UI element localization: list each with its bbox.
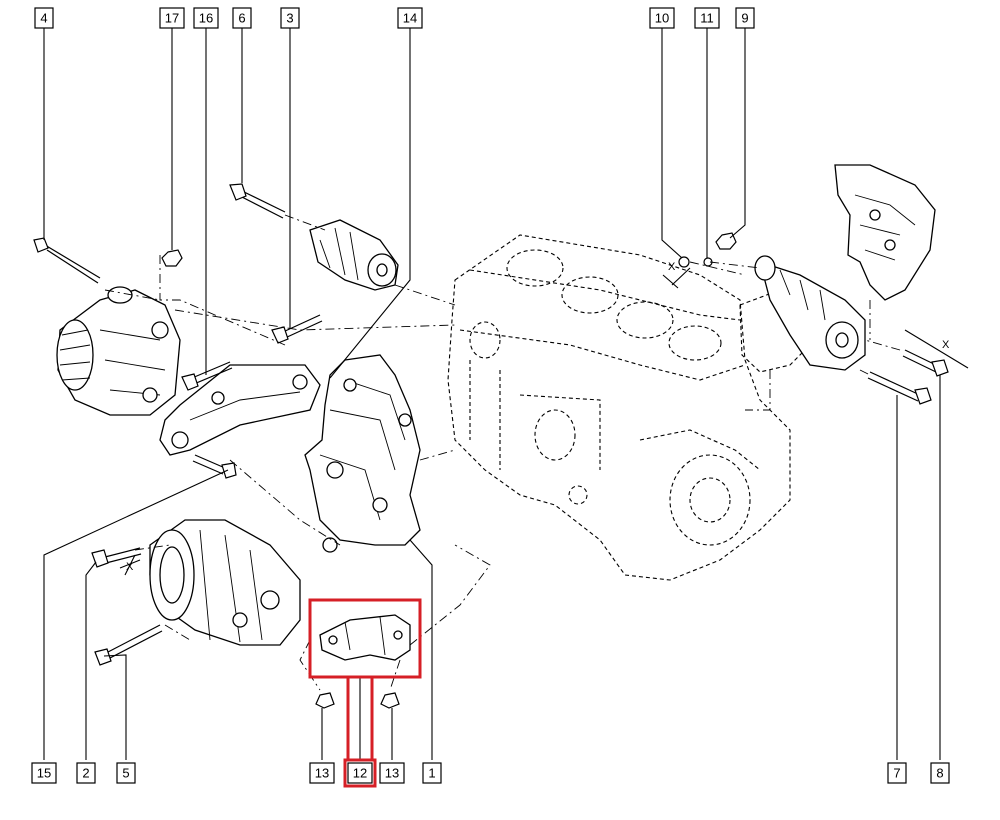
callout-4: 4 <box>34 7 54 29</box>
svg-text:17: 17 <box>165 11 179 26</box>
svg-text:4: 4 <box>40 11 47 26</box>
assembly-lines <box>104 214 901 691</box>
bolts <box>33 183 949 709</box>
bolt-15 <box>192 454 237 479</box>
callout-14: 14 <box>397 7 423 29</box>
svg-text:5: 5 <box>122 766 129 781</box>
dimension-mark-compressor: X <box>126 561 134 573</box>
ac-compressor <box>149 519 301 646</box>
bolt-6 <box>229 183 286 219</box>
callout-16: 16 <box>193 7 219 29</box>
callout-13-left: 13 <box>309 762 335 784</box>
bolt-4 <box>33 237 101 284</box>
highlight-frame <box>308 598 422 679</box>
alternator <box>56 286 181 416</box>
svg-text:16: 16 <box>199 11 213 26</box>
bolt-13-right <box>380 692 400 709</box>
callout-3: 3 <box>280 7 300 29</box>
bolt-7 <box>867 371 932 405</box>
belt-tensioner <box>309 219 399 291</box>
callouts-bottom: 15 2 5 13 12 13 1 7 <box>31 758 950 788</box>
callouts-top: 4 17 16 6 3 14 10 11 <box>34 7 755 29</box>
svg-text:6: 6 <box>238 11 245 26</box>
bolt-16 <box>181 361 233 391</box>
svg-text:10: 10 <box>655 11 669 26</box>
engine-block <box>447 234 791 581</box>
callout-2: 2 <box>76 762 96 784</box>
svg-text:15: 15 <box>37 766 51 781</box>
callout-9: 9 <box>735 7 755 29</box>
highlight-leader-12 <box>346 677 374 760</box>
svg-text:2: 2 <box>82 766 89 781</box>
callout-15: 15 <box>31 762 57 784</box>
heat-shield-cover <box>834 164 936 301</box>
callout-10: 10 <box>649 7 675 29</box>
svg-text:11: 11 <box>700 11 714 26</box>
washer-10 <box>678 256 690 268</box>
svg-text:7: 7 <box>893 766 900 781</box>
nut-17 <box>161 249 183 267</box>
leader-lines <box>43 28 941 760</box>
accessory-bracket <box>304 354 421 553</box>
callout-11: 11 <box>694 7 720 29</box>
svg-text:8: 8 <box>936 766 943 781</box>
svg-text:1: 1 <box>428 766 435 781</box>
dimension-marks: X X X <box>119 261 969 576</box>
callout-8: 8 <box>930 762 950 784</box>
bolt-8 <box>902 349 949 377</box>
bolt-5 <box>94 624 163 666</box>
svg-text:13: 13 <box>385 766 399 781</box>
svg-text:12: 12 <box>353 766 367 781</box>
alternator-bracket-arm <box>159 364 321 456</box>
callout-12-highlighted: 12 <box>343 758 377 788</box>
bolt-3 <box>271 314 323 344</box>
dimension-mark-right: X <box>942 339 950 351</box>
callout-6: 6 <box>232 7 252 29</box>
small-bracket-plate <box>319 614 411 661</box>
callout-5: 5 <box>116 762 136 784</box>
svg-text:14: 14 <box>403 11 417 26</box>
svg-text:9: 9 <box>741 11 748 26</box>
callout-17: 17 <box>159 7 185 29</box>
svg-text:3: 3 <box>286 11 293 26</box>
bolt-13-left <box>315 692 335 709</box>
callout-13-right: 13 <box>379 762 405 784</box>
callout-1: 1 <box>422 762 442 784</box>
dimension-mark-left: X <box>668 261 676 273</box>
callout-7: 7 <box>887 762 907 784</box>
starter-motor <box>739 255 866 373</box>
svg-text:13: 13 <box>315 766 329 781</box>
